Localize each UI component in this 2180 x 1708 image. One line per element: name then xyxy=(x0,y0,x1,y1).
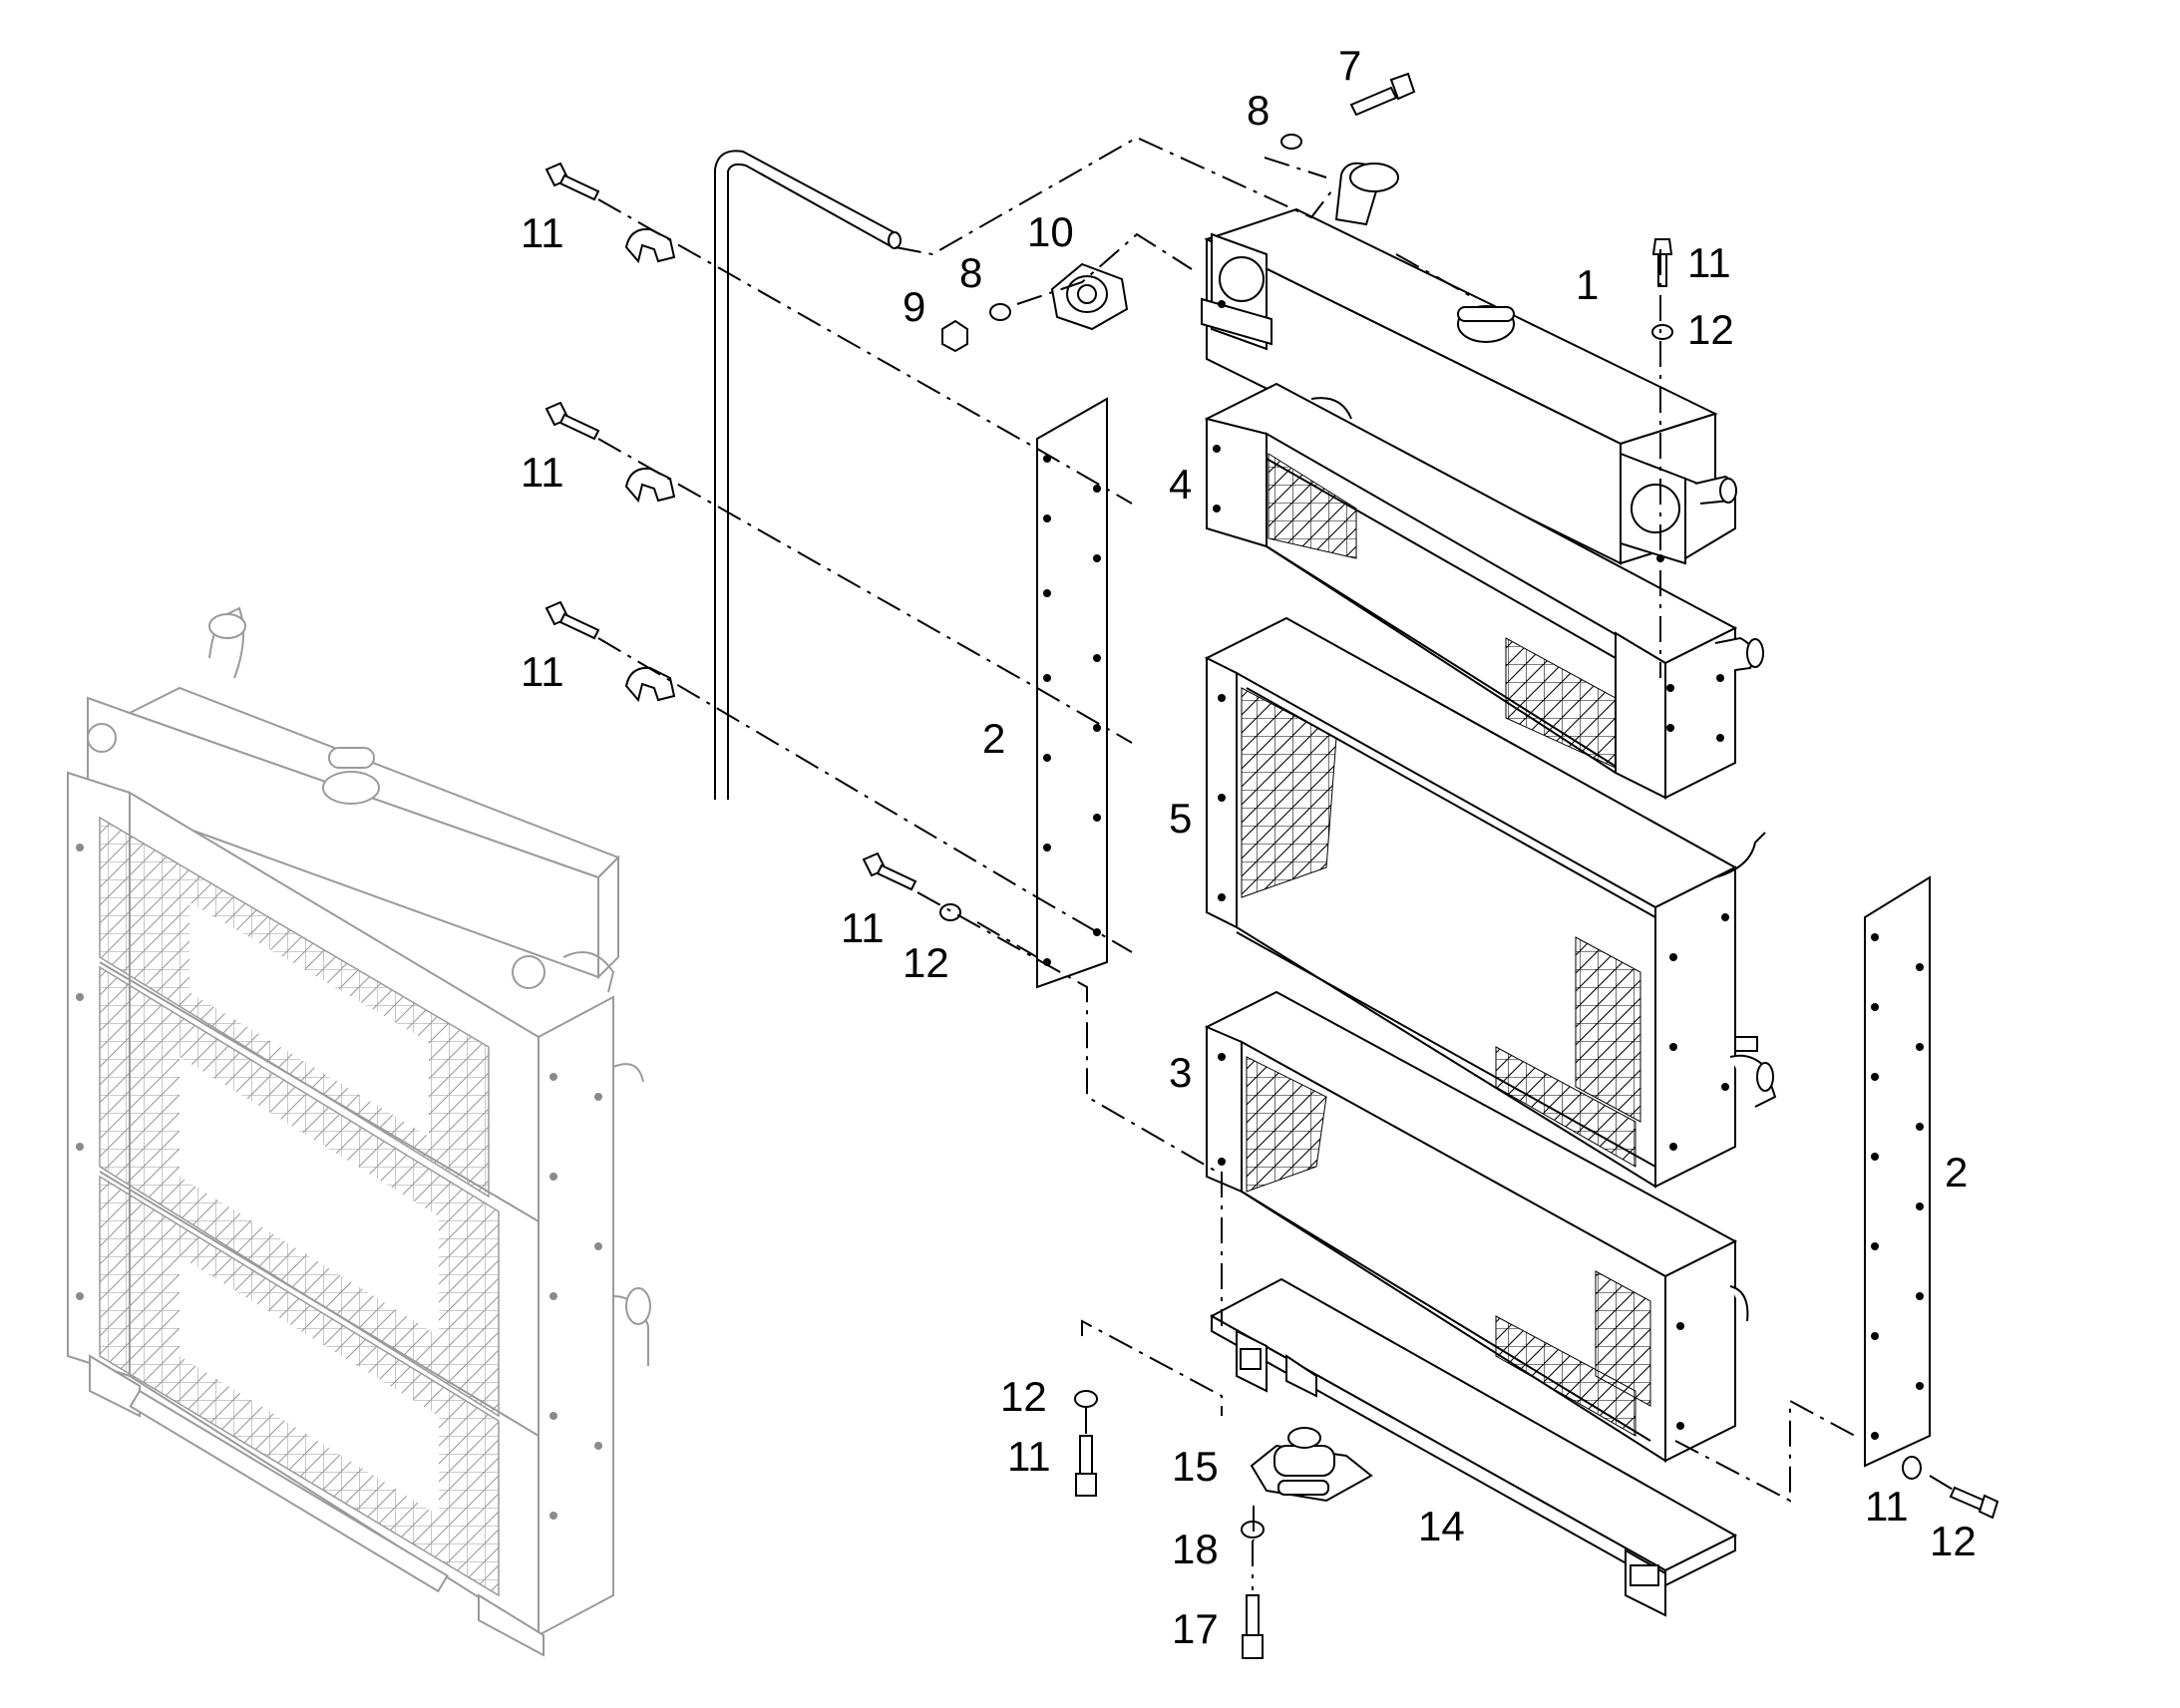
callout-12-bottom: 12 xyxy=(1000,1373,1047,1420)
clip-mid xyxy=(624,467,676,504)
mount-15 xyxy=(1250,1427,1373,1503)
assembly-side-holes xyxy=(76,844,602,1520)
callout-8-top: 8 xyxy=(1247,87,1270,134)
clip-top xyxy=(624,227,676,264)
callout-11-right: 11 xyxy=(1865,1483,1909,1530)
callout-12-bolt: 12 xyxy=(903,939,949,986)
callout-11-top: 11 xyxy=(521,209,564,256)
bolt-11-mid xyxy=(545,401,600,441)
cooler-4 xyxy=(1204,382,1764,800)
callout-2-left: 2 xyxy=(982,715,1005,762)
bolt-11-top xyxy=(545,162,600,201)
nut-9 xyxy=(941,319,968,353)
callout-15: 15 xyxy=(1172,1443,1219,1490)
callout-11-bolt: 11 xyxy=(841,904,885,951)
callout-12-tank: 12 xyxy=(1687,306,1734,353)
callout-labels: 1 2 2 3 4 5 7 8 8 9 10 11 11 11 11 11 11… xyxy=(521,42,1977,1652)
callout-14: 14 xyxy=(1418,1503,1465,1549)
bolt-11-plate xyxy=(862,852,917,891)
overflow-hose xyxy=(714,150,902,800)
callout-5: 5 xyxy=(1169,795,1192,842)
washer-8-mid xyxy=(989,303,1011,321)
callout-11-tank: 11 xyxy=(1687,239,1731,286)
cooler-3 xyxy=(1204,990,1749,1463)
callout-9: 9 xyxy=(903,283,925,330)
callout-1: 1 xyxy=(1576,261,1599,308)
callout-11-bottom: 11 xyxy=(1007,1433,1051,1480)
callout-12-right: 12 xyxy=(1930,1518,1977,1564)
callout-8-mid: 8 xyxy=(959,249,982,296)
bolt-11-low xyxy=(545,600,600,640)
side-plate-right xyxy=(1864,875,1931,1468)
washer-12-plate xyxy=(939,903,961,921)
mount-10 xyxy=(1050,262,1129,331)
side-plate-left xyxy=(1036,397,1108,989)
washer-12-bottom xyxy=(1074,1390,1098,1408)
callout-18: 18 xyxy=(1172,1526,1219,1572)
bolt-11-right xyxy=(1949,1486,1999,1520)
assembly-leader-lines xyxy=(597,136,1956,1590)
clip-low xyxy=(624,666,676,703)
washer-12-tank xyxy=(1651,324,1673,340)
callout-17: 17 xyxy=(1172,1605,1219,1652)
callout-7: 7 xyxy=(1338,42,1361,89)
top-tank xyxy=(1201,162,1737,565)
callout-4: 4 xyxy=(1169,461,1192,508)
main-radiator-core-5 xyxy=(1204,616,1777,1189)
bolt-11-bottom xyxy=(1075,1435,1097,1497)
bolt-7 xyxy=(1349,72,1416,117)
callout-11-mid: 11 xyxy=(521,449,564,496)
washer-8-top xyxy=(1280,134,1302,150)
assembled-radiator-view xyxy=(67,606,651,1657)
bolt-17 xyxy=(1242,1594,1264,1659)
fasteners xyxy=(545,72,1999,1659)
washer-12-right xyxy=(1902,1456,1922,1480)
bottom-frame xyxy=(1209,1277,1738,1617)
callout-10: 10 xyxy=(1027,208,1074,255)
callout-11-low: 11 xyxy=(521,648,564,695)
bolt-11-tank xyxy=(1651,238,1673,287)
callout-3: 3 xyxy=(1169,1049,1192,1096)
callout-2-right: 2 xyxy=(1945,1149,1968,1196)
